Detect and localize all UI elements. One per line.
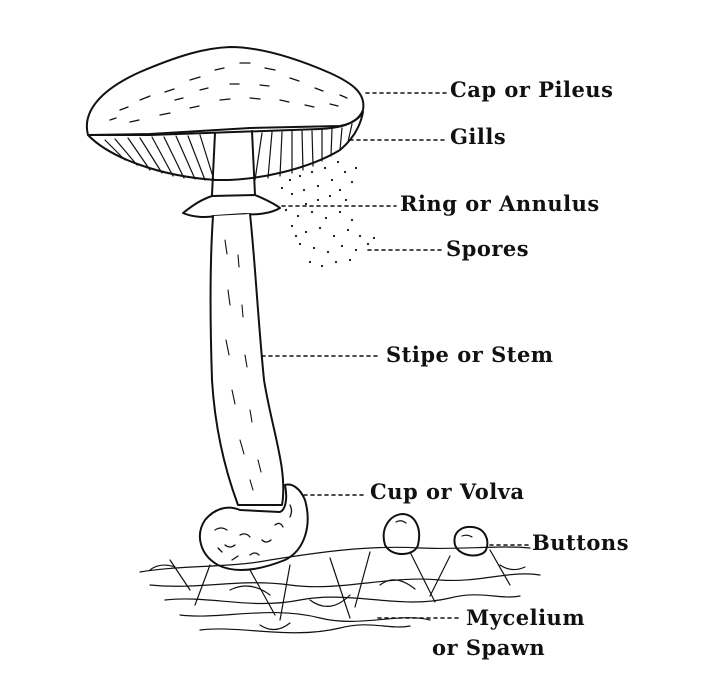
label-buttons: Buttons [532, 532, 629, 553]
label-spores: Spores [446, 238, 529, 259]
label-mycelium-line2: or Spawn [432, 637, 545, 658]
spore-dots [281, 161, 375, 267]
stem-shape [211, 214, 284, 505]
label-cap: Cap or Pileus [450, 79, 613, 100]
label-mycelium-line1: Mycelium [466, 607, 585, 628]
label-stipe: Stipe or Stem [386, 344, 554, 365]
label-ring: Ring or Annulus [400, 193, 600, 214]
ring-shape [183, 195, 280, 217]
button-right [454, 527, 487, 556]
label-cup: Cup or Volva [370, 481, 525, 502]
label-gills: Gills [450, 126, 506, 147]
